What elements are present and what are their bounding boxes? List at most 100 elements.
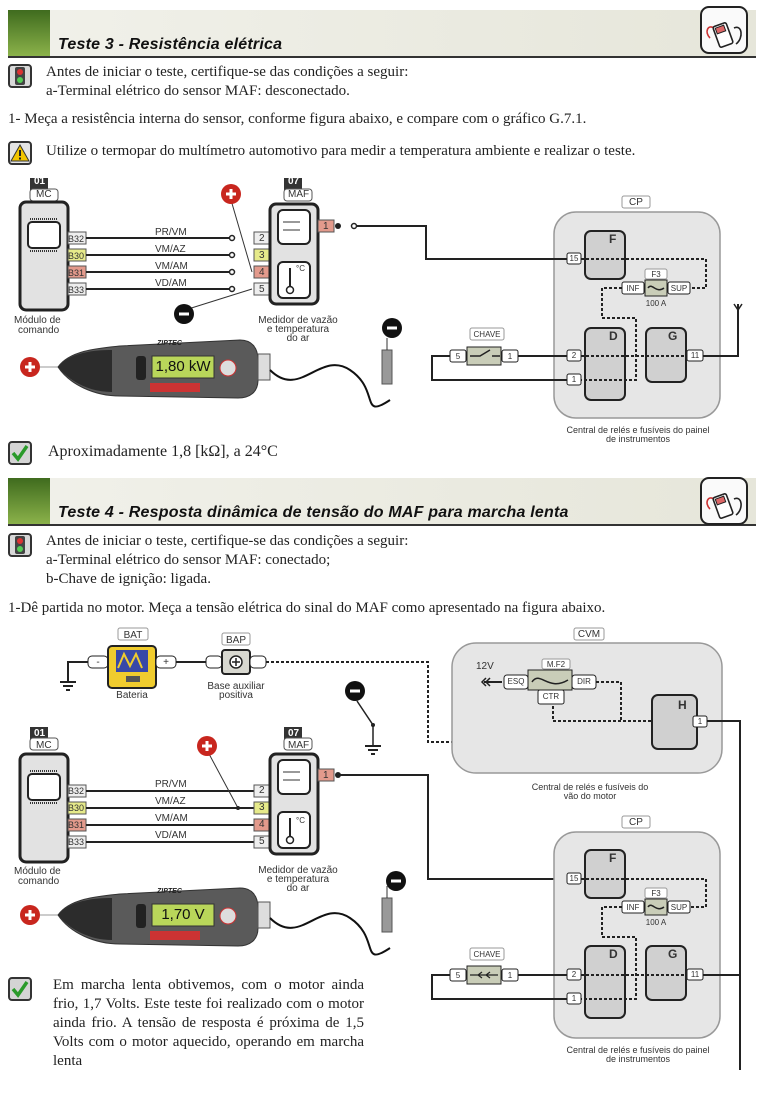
- test4-result: Em marcha lenta obtivemos, com o motor a…: [53, 977, 364, 1069]
- maf-label-3: do ar: [286, 333, 310, 344]
- test3-header: Teste 3 - Resistência elétrica: [8, 10, 756, 58]
- relay-f-label: F: [609, 232, 617, 246]
- test4-header: Teste 4 - Resposta dinâmica de tensão do…: [8, 478, 756, 526]
- positive-probe-icon: [197, 736, 217, 756]
- mc-tag: MC: [36, 740, 52, 751]
- check-icon: [8, 441, 32, 465]
- ground-negative-probe: [345, 681, 381, 755]
- maf-code: 07: [288, 176, 300, 187]
- ignition-switch: [431, 947, 567, 1000]
- relay-f-label: F: [609, 851, 617, 865]
- cp-tag: CP: [629, 197, 643, 208]
- mc-code: 01: [34, 176, 46, 187]
- mc-pin-b32: B32: [68, 786, 85, 796]
- meter-brand: ZIPTEC: [156, 340, 183, 347]
- wires: [86, 237, 230, 290]
- test3-precondition-intro: Antes de iniciar o teste, certifique-se …: [46, 64, 409, 80]
- maf-label-2: e temperatura: [266, 324, 330, 335]
- cvm-label-1: Central de relés e fusíveis do: [531, 782, 649, 792]
- wire-label-pr-vm: PR/VM: [155, 227, 187, 238]
- positive-probe-icon: [221, 184, 241, 204]
- maf-pin-1: 1: [323, 221, 329, 232]
- 12v-label: 12V: [476, 661, 494, 672]
- test3-result: Aproximadamente 1,8 [kΩ], a 24°C: [48, 443, 278, 460]
- maf-pin-2: 2: [259, 785, 265, 796]
- mc-tag: MC: [36, 189, 52, 200]
- test3-warning: Utilize o termopar do multímetro automot…: [46, 143, 636, 159]
- cp-fuse-panel: [553, 195, 743, 419]
- maf-pin-1: 1: [323, 770, 329, 781]
- maf-pin-2: 2: [259, 233, 265, 244]
- mc-pin-b31: B31: [68, 820, 85, 830]
- maf-sensor: [253, 727, 567, 880]
- chave-pin-5: 5: [455, 971, 461, 980]
- chave-tag: CHAVE: [473, 950, 501, 959]
- meter-brand: ZIPTEC: [156, 888, 183, 895]
- test4-precondition-b: b-Chave de ignição: ligada.: [46, 571, 211, 587]
- mc-label-1: Módulo de: [14, 866, 61, 877]
- meter-display-reading: 1,70 V: [161, 906, 205, 923]
- cp-tag: CP: [629, 817, 643, 828]
- maf-tag: MAF: [288, 189, 310, 200]
- cp-pin-2: 2: [571, 970, 577, 979]
- bap-label-2: positiva: [219, 690, 253, 701]
- cp-pin-2: 2: [571, 351, 577, 360]
- bap-tag: BAP: [225, 635, 246, 646]
- mc-pins: [67, 231, 87, 296]
- bat-plus: +: [163, 657, 169, 668]
- mc-pin-b32: B32: [68, 234, 85, 244]
- mc-label-2: comando: [18, 325, 60, 336]
- maf-label-1: Medidor de vazão: [258, 865, 338, 876]
- fuse-inf: INF: [626, 284, 640, 293]
- mc-pin-b30: B30: [68, 251, 85, 261]
- multimeter-icon: [700, 6, 748, 54]
- maf-pin-5: 5: [259, 284, 265, 295]
- fuse-rating: 100 A: [645, 918, 667, 927]
- test3-step-1: 1- Meça a resistência interna do sensor,…: [8, 111, 587, 127]
- cp-label-2: de instrumentos: [605, 1054, 671, 1064]
- maf-label-1: Medidor de vazão: [258, 315, 338, 326]
- maf-sensor: [253, 178, 358, 306]
- h-pin-1: 1: [697, 717, 703, 726]
- fuse-sup: SUP: [670, 284, 688, 293]
- wires: [86, 790, 254, 843]
- battery: [60, 627, 208, 691]
- cp-pin-1: 1: [571, 994, 577, 1003]
- test4-step-1: 1-Dê partida no motor. Meça a tensão elé…: [8, 600, 606, 616]
- cp-label-1: Central de relés e fusíveis do painel: [566, 425, 710, 435]
- test4-precondition-intro: Antes de iniciar o teste, certifique-se …: [46, 533, 409, 549]
- header-accent-bar: [8, 10, 50, 56]
- maf-label-2: e temperatura: [266, 874, 330, 885]
- mc-pin-b33: B33: [68, 837, 85, 847]
- cp-pin-11: 11: [690, 970, 700, 979]
- maf-tag: MAF: [288, 740, 310, 751]
- mf2-ctr: CTR: [542, 692, 560, 701]
- cvm-fuse-panel: [451, 627, 741, 1070]
- negative-probe-icon: [174, 304, 194, 324]
- fuse-inf: INF: [626, 903, 640, 912]
- ignition-switch: [431, 327, 567, 381]
- relay-h-label: H: [678, 698, 687, 712]
- wire-label-pr-vm: PR/VM: [155, 779, 187, 790]
- maf-pin-3: 3: [259, 250, 265, 261]
- meter-display-reading: 1,80 kW: [155, 358, 211, 375]
- wire-label-vm-am: VM/AM: [155, 261, 188, 272]
- mc-module: [18, 727, 87, 864]
- fuse-rating: 100 A: [645, 299, 667, 308]
- traffic-light-icon: [8, 64, 32, 88]
- maf-label-3: do ar: [286, 883, 310, 894]
- chave-pin-1: 1: [507, 352, 513, 361]
- mc-pin-b30: B30: [68, 803, 85, 813]
- multimeter: [20, 871, 406, 956]
- chave-pin-1: 1: [507, 971, 513, 980]
- fuse-f3-tag: F3: [651, 270, 661, 279]
- maf-pin-5: 5: [259, 836, 265, 847]
- cvm-tag: CVM: [577, 629, 601, 640]
- test4-wiring-diagram: ZIPTEC: [18, 627, 741, 1070]
- mf2-tag: M.F2: [546, 660, 566, 669]
- mc-pin-b33: B33: [68, 285, 85, 295]
- relay-g-label: G: [668, 947, 678, 961]
- mf2-esq: ESQ: [507, 677, 525, 686]
- cp-pin-11: 11: [690, 351, 700, 360]
- mc-label-2: comando: [18, 876, 60, 887]
